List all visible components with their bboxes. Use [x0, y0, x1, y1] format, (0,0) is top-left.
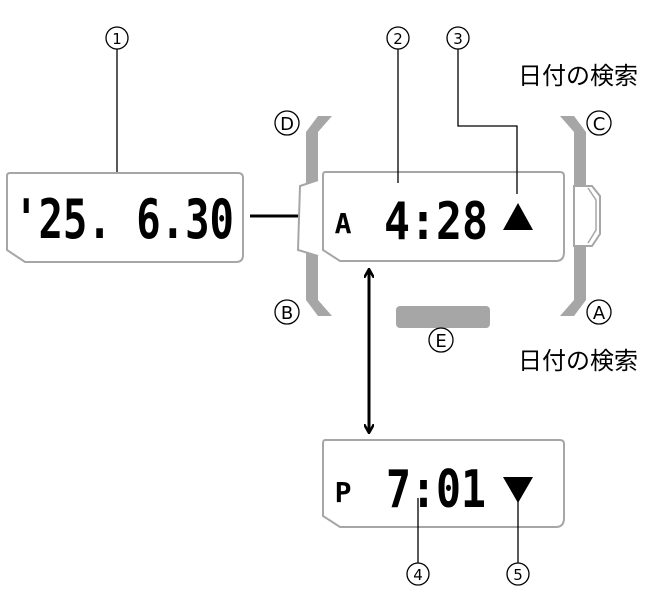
svg-text:2: 2	[393, 30, 403, 48]
callout-4: 4	[406, 498, 430, 586]
label-button-a: A	[586, 299, 612, 325]
callout-2: 2	[386, 26, 410, 183]
label-button-b: B	[274, 299, 300, 325]
button-e-light[interactable]	[396, 306, 490, 328]
crown-c[interactable]	[573, 185, 601, 247]
sunset-triangle-down-icon	[503, 477, 533, 503]
sunset-time: 7:01	[386, 460, 486, 520]
svg-text:3: 3	[453, 30, 463, 48]
label-button-e: E	[428, 327, 454, 353]
svg-text:5: 5	[513, 566, 523, 584]
callout-3: 3	[446, 26, 518, 194]
label-button-d: D	[274, 110, 300, 136]
date-search-label-top: 日付の検索	[518, 62, 638, 90]
svg-text:A: A	[593, 303, 606, 324]
date-search-label-bottom: 日付の検索	[518, 347, 638, 375]
svg-text:E: E	[435, 331, 446, 352]
button-d-pusher[interactable]	[296, 179, 319, 257]
callout-5: 5	[506, 500, 530, 586]
label-button-c: C	[586, 110, 612, 136]
callout-1: 1	[105, 26, 129, 183]
svg-text:'25. 6.30: '25. 6.30	[14, 188, 234, 251]
date-display: '25. 6.30	[6, 172, 244, 263]
sunrise-time: 4:28	[384, 192, 488, 252]
svg-text:4: 4	[413, 566, 423, 584]
pm-indicator: P	[335, 476, 352, 509]
watch-case	[306, 116, 586, 316]
svg-text:B: B	[281, 303, 293, 324]
svg-text:C: C	[593, 114, 606, 135]
svg-text:D: D	[280, 114, 294, 135]
sunrise-display: A 4:28	[322, 171, 565, 262]
svg-text:1: 1	[112, 30, 122, 48]
sunset-display: P 7:01	[322, 439, 565, 528]
am-indicator: A	[335, 207, 352, 240]
sunrise-triangle-up-icon	[503, 203, 533, 230]
